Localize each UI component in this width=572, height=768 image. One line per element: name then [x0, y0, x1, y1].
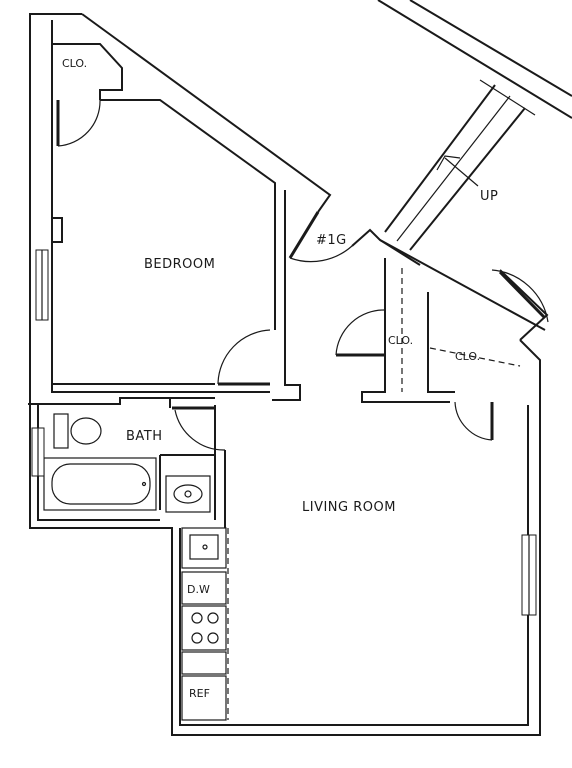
closet-right-label: CLO.	[455, 350, 480, 363]
closet-top-label: CLO.	[62, 57, 87, 70]
bedroom-label: BEDROOM	[144, 257, 215, 272]
toilet-tank	[53, 413, 69, 449]
dishwasher	[181, 571, 227, 605]
bathroom	[28, 397, 226, 520]
stairs-up-label: UP	[480, 189, 498, 204]
bath-label: BATH	[126, 429, 163, 444]
refrigerator-label: REF	[189, 687, 210, 700]
closet-mid-label: CLO.	[388, 334, 413, 347]
toilet-bowl	[70, 417, 102, 445]
center-closets	[335, 239, 549, 441]
bedroom-doors	[56, 99, 271, 386]
entry-door	[288, 211, 421, 266]
range	[181, 605, 227, 651]
dishwasher-label: D.W	[187, 583, 210, 596]
windows	[31, 249, 537, 616]
stairs	[377, 0, 572, 251]
bedroom-walls	[52, 43, 301, 401]
outer-walls	[29, 13, 549, 736]
living-room-label: LIVING ROOM	[302, 500, 396, 515]
refrigerator	[181, 675, 227, 721]
unit-number-label: #1G	[316, 233, 347, 248]
kitchen	[181, 450, 229, 721]
